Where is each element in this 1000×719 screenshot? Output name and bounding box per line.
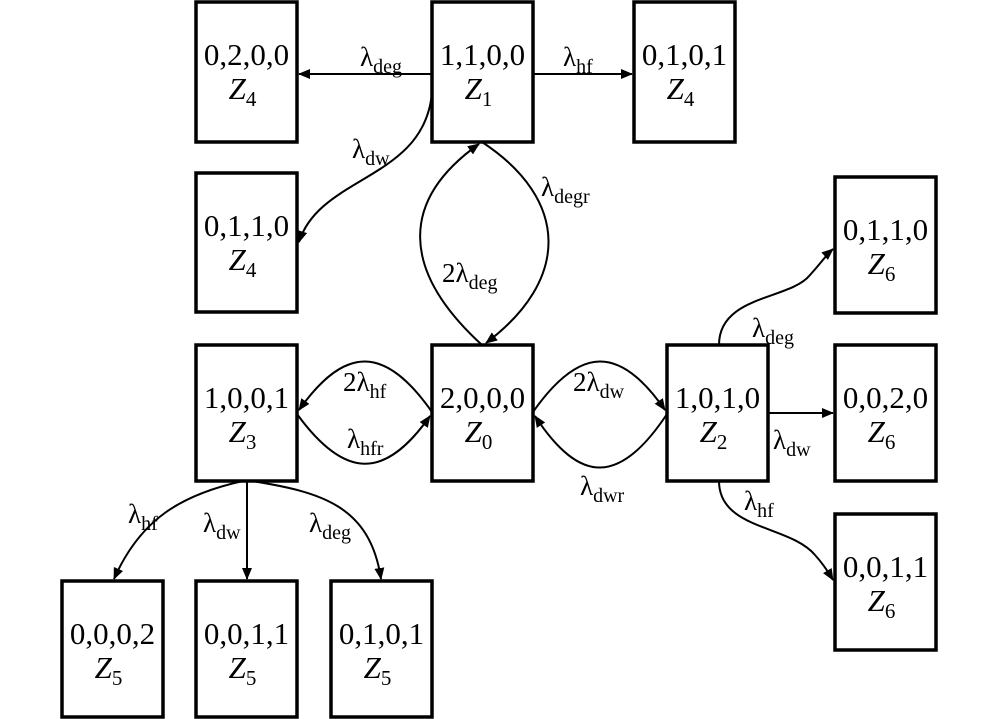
rate-label: 2λdeg [442,258,497,294]
rate-label: λhfr [347,424,384,460]
state-box [60,579,165,719]
rate-label: λdw [203,508,241,544]
state-box [194,171,299,314]
rate-label: λhf [128,499,158,535]
rate-label: λdegr [541,172,590,208]
state-box [430,343,535,483]
state-node: 1,1,0,0Z1 [430,0,535,144]
rate-label: λdwr [580,471,625,507]
state-box [833,512,938,652]
edge-s1100-s0110a [297,91,433,243]
state-vector-label: 0,0,1,1 [204,616,289,651]
state-box [194,343,299,483]
edge-s1001-s0101b [251,480,385,580]
state-vector-label: 0,0,0,2 [70,616,155,651]
state-vector-label: 0,2,0,0 [204,37,289,72]
rate-label: λdw [352,134,390,170]
rate-label: λhf [744,486,774,522]
state-node: 0,0,1,1Z6 [833,512,938,652]
state-vector-label: 0,1,0,1 [642,37,727,72]
edge-s2000-s1100 [419,143,483,346]
state-vector-label: 1,0,0,1 [204,380,289,415]
state-vector-label: 1,1,0,0 [440,37,525,72]
state-node: 0,0,1,1Z5 [194,579,299,719]
rate-label: 2λdw [573,367,625,403]
state-node: 0,1,1,0Z6 [833,175,938,315]
edge-s1100-s2000 [481,141,550,344]
state-box [833,343,938,483]
state-vector-label: 0,1,1,0 [843,212,928,247]
rate-label: λdeg [360,42,402,78]
edge-s1010-s0110b [718,248,834,346]
zone-label: Z6 [868,414,896,454]
state-vector-label: 1,0,1,0 [675,380,760,415]
state-node: 0,1,0,1Z4 [632,0,737,144]
state-box [194,0,299,144]
rate-label: λhf [563,42,593,78]
edge-s1010-s2000 [534,413,668,469]
state-node: 0,1,1,0Z4 [194,171,299,314]
state-node: 0,0,0,2Z5 [60,579,165,719]
rate-label: 2λhf [343,367,387,403]
edges [113,69,834,581]
edge-s2000-s1010 [532,360,666,413]
state-node: 0,2,0,0Z4 [194,0,299,144]
state-node: 0,0,2,0Z6 [833,343,938,483]
rate-label: λdeg [752,313,794,349]
rate-label: λdeg [309,508,351,544]
state-box [833,175,938,315]
state-box [329,579,434,719]
state-box [665,343,770,483]
state-box [430,0,535,144]
rate-labels: λdeg λhf λdw λdegr 2λdeg 2λhf λhfr 2λdw λdwr λdeg… [128,42,811,544]
edge-s2000-s1001 [298,360,433,413]
state-vector-label: 0,0,2,0 [843,380,928,415]
state-vector-label: 0,1,1,0 [204,208,289,243]
state-node: 1,0,1,0Z2 [665,343,770,483]
state-vector-label: 0,1,0,1 [339,616,424,651]
state-node: 2,0,0,0Z0 [430,343,535,483]
state-node: 1,0,0,1Z3 [194,343,299,483]
edge-s1001-s0002 [113,480,244,580]
state-box [194,579,299,719]
states: 0,2,0,0Z41,1,0,0Z10,1,0,1Z40,1,1,0Z40,1,… [60,0,938,719]
state-node: 0,1,0,1Z5 [329,579,434,719]
edge-s1001-s2000 [296,413,431,465]
state-vector-label: 0,0,1,1 [843,549,928,584]
rate-label: λdw [773,425,811,461]
edge-s1010-s0011b [718,480,834,581]
state-vector-label: 2,0,0,0 [440,380,525,415]
state-box [632,0,737,144]
